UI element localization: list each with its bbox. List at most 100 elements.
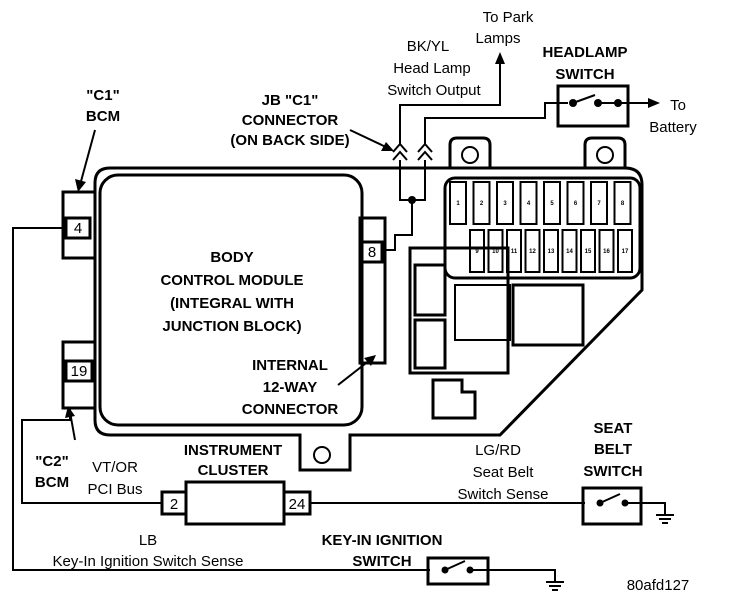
to-battery-label: To Battery: [649, 97, 697, 136]
wire-internal: [385, 160, 426, 251]
svg-text:Battery: Battery: [649, 119, 697, 136]
fuse-number: 9: [475, 249, 479, 255]
ground-icon: [444, 560, 564, 591]
svg-text:SWITCH: SWITCH: [352, 553, 411, 570]
instrument-cluster: [184, 480, 286, 526]
figure-id: 80afd127: [627, 577, 690, 594]
svg-text:BODY: BODY: [210, 249, 253, 266]
svg-text:To: To: [670, 97, 686, 114]
relay-block: [511, 283, 585, 347]
fuse-number: 14: [566, 249, 573, 255]
seat-belt-switch-label: SEAT BELT SWITCH: [583, 420, 642, 480]
fuse: [487, 229, 504, 273]
svg-text:BELT: BELT: [594, 441, 632, 458]
fuse-number: 12: [529, 249, 536, 255]
c2-bcm-label: "C2" BCM: [35, 453, 69, 491]
relay-area: [408, 246, 510, 375]
splice-dot: [408, 196, 416, 204]
svg-text:Seat Belt: Seat Belt: [473, 464, 535, 481]
ground-icon: [599, 493, 674, 524]
svg-text:"C2": "C2": [35, 453, 68, 470]
arrow-icon: [75, 179, 86, 192]
svg-text:INSTRUMENT: INSTRUMENT: [184, 442, 282, 459]
svg-text:Lamps: Lamps: [475, 30, 520, 47]
arrow-to-battery: [648, 98, 660, 108]
fuse: [543, 181, 561, 225]
svg-text:CONNECTOR: CONNECTOR: [242, 112, 339, 129]
pointer-c1: [79, 129, 96, 186]
svg-text:CONTROL MODULE: CONTROL MODULE: [160, 272, 303, 289]
svg-text:SWITCH: SWITCH: [583, 463, 642, 480]
fuse-number: 7: [597, 201, 601, 207]
svg-text:LB: LB: [139, 532, 157, 549]
fuse-number: 4: [527, 201, 531, 207]
svg-text:"C1": "C1": [86, 87, 119, 104]
svg-text:VT/OR: VT/OR: [92, 459, 138, 476]
headlamp-switch-label: HEADLAMP SWITCH: [543, 44, 628, 83]
svg-text:Key-In Ignition Switch Sense: Key-In Ignition Switch Sense: [53, 553, 244, 570]
fuse: [617, 229, 633, 273]
lgrd-label: LG/RD Seat Belt Switch Sense: [458, 442, 549, 503]
mount-tab: [448, 136, 492, 168]
headlamp-switch-box: [556, 84, 630, 128]
fuse-number: 10: [492, 249, 499, 255]
fuse: [590, 181, 608, 225]
fuse: [598, 229, 615, 273]
fuse-number: 8: [621, 201, 625, 207]
park-lamps-label: To Park Lamps: [475, 9, 533, 47]
svg-text:CLUSTER: CLUSTER: [198, 462, 269, 479]
pointer-jb: [349, 129, 389, 149]
svg-text:12-WAY: 12-WAY: [263, 379, 317, 396]
arrow-icon: [364, 355, 376, 366]
lb-label: LB Key-In Ignition Switch Sense: [53, 532, 244, 570]
mount-hole: [313, 446, 331, 464]
fuse-number: 13: [548, 249, 555, 255]
svg-text:CONNECTOR: CONNECTOR: [242, 401, 339, 418]
mount-tab: [583, 136, 627, 168]
fuse-number: 2: [480, 201, 484, 207]
vtor-label: VT/OR PCI Bus: [87, 459, 142, 498]
fuse: [472, 181, 491, 225]
instrument-cluster-label: INSTRUMENT CLUSTER: [184, 442, 282, 479]
pin-19-box: [64, 359, 94, 383]
svg-text:BCM: BCM: [35, 474, 69, 491]
fuse-number: 11: [511, 249, 518, 255]
svg-text:JB "C1": JB "C1": [262, 92, 319, 109]
svg-text:SEAT: SEAT: [594, 420, 633, 437]
internal-connector: [358, 216, 387, 365]
pin-2-label: 2: [170, 496, 178, 513]
fuse: [524, 229, 541, 273]
arrow-park-lamps: [495, 52, 505, 64]
wire-lb: [12, 227, 430, 571]
fuse: [613, 181, 632, 225]
fuse-panel: [443, 176, 642, 280]
svg-text:BCM: BCM: [86, 108, 120, 125]
relay: [413, 263, 447, 317]
fuse: [449, 181, 467, 225]
headlamp-switch-contacts: [572, 94, 650, 104]
svg-text:SWITCH: SWITCH: [555, 66, 614, 83]
fuse: [561, 229, 578, 273]
c1-connector: [61, 190, 97, 260]
arrow-icon: [381, 142, 394, 151]
fuse-number: 16: [603, 249, 610, 255]
fuse: [519, 181, 538, 225]
mount-hole: [461, 146, 479, 164]
svg-text:To Park: To Park: [483, 9, 534, 26]
fuse: [469, 229, 485, 273]
jb-connector-pins: [392, 142, 433, 161]
key-in-switch-label: KEY-IN IGNITION SWITCH: [322, 532, 443, 570]
pin-4-label: 4: [74, 220, 82, 237]
pin-8-label: 8: [368, 244, 376, 261]
jb-connector-label: JB "C1" CONNECTOR (ON BACK SIDE): [230, 92, 349, 149]
svg-text:PCI Bus: PCI Bus: [87, 481, 142, 498]
pin-8-box: [360, 240, 384, 264]
svg-text:KEY-IN IGNITION: KEY-IN IGNITION: [322, 532, 443, 549]
svg-text:HEADLAMP: HEADLAMP: [543, 44, 628, 61]
fuse-number: 17: [622, 249, 629, 255]
svg-text:INTERNAL: INTERNAL: [252, 357, 328, 374]
svg-text:(ON BACK SIDE): (ON BACK SIDE): [230, 132, 349, 149]
